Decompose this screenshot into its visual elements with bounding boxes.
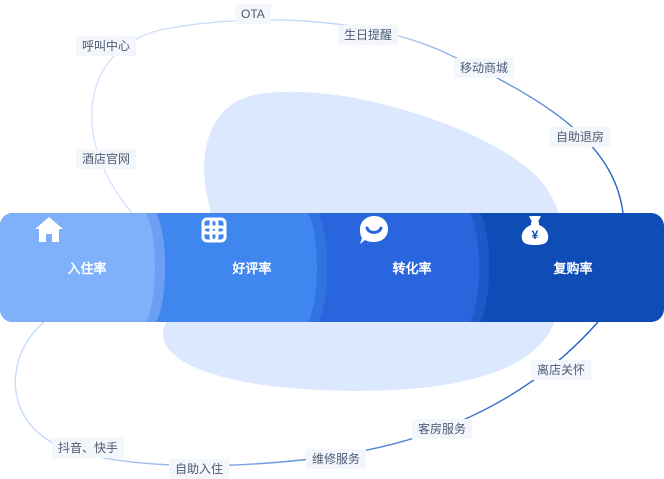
channel-mobile-mall: 移动商城 xyxy=(454,58,515,78)
money-bag-icon: ¥ xyxy=(521,216,549,245)
smile-chat-icon xyxy=(360,216,388,244)
knot-icon xyxy=(201,217,227,243)
stage-occupancy: 入住率 xyxy=(32,213,142,322)
stage-label: 入住率 xyxy=(67,261,107,276)
channel-room-service: 客房服务 xyxy=(412,419,473,439)
channel-ota: OTA xyxy=(235,4,271,24)
stage-label: 好评率 xyxy=(232,261,272,276)
channel-birthday-reminder: 生日提醒 xyxy=(338,25,399,45)
channel-self-checkout: 自助退房 xyxy=(550,127,611,147)
stage-conversion: 转化率 xyxy=(357,213,467,322)
channel-hotel-website: 酒店官网 xyxy=(76,149,137,169)
stage-segment-2-fold xyxy=(308,213,327,322)
stage-rating: 好评率 xyxy=(197,213,307,322)
stage-segment-3-fold xyxy=(470,213,489,322)
stage-label: 复购率 xyxy=(553,261,593,276)
loop-upper-arc xyxy=(91,19,624,214)
channel-maintenance-service: 维修服务 xyxy=(306,449,367,469)
yen-symbol: ¥ xyxy=(532,228,539,242)
stage-repurchase: ¥ 复购率 xyxy=(518,213,628,322)
stage-segment-1-fold xyxy=(146,213,165,322)
stage-band: 入住率 好评率 转化率 xyxy=(0,213,664,322)
channel-call-center: 呼叫中心 xyxy=(76,36,137,56)
stage-label: 转化率 xyxy=(392,261,432,276)
channel-checkout-care: 离店关怀 xyxy=(531,360,592,380)
house-icon xyxy=(35,217,63,242)
channel-self-checkin: 自助入住 xyxy=(169,459,230,479)
channel-douyin-kuaishou: 抖音、快手 xyxy=(52,438,125,458)
